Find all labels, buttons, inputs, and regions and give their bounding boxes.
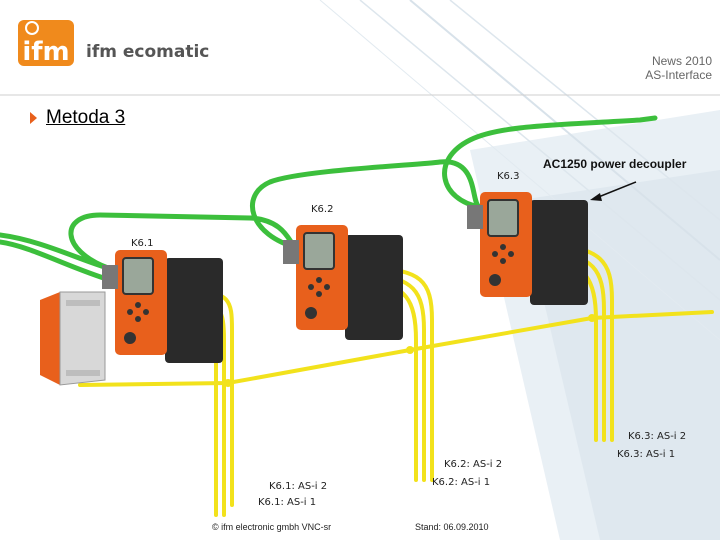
label-decoupler: AC1250 power decoupler	[543, 157, 687, 171]
device-k62	[283, 225, 403, 340]
device-k63	[467, 192, 588, 305]
green-cable-main	[0, 115, 658, 271]
yellow-junctions	[224, 314, 596, 387]
label-k63: K6.3	[497, 171, 520, 182]
label-k61-asi2: K6.1: AS-i 2	[269, 481, 328, 492]
label-k61-asi1: K6.1: AS-i 1	[258, 497, 317, 508]
title-arrow-icon	[30, 112, 37, 124]
power-supply-unit	[40, 291, 106, 386]
news-line-2: AS-Interface	[645, 68, 712, 82]
label-k63-asi1: K6.3: AS-i 1	[617, 449, 676, 460]
green-cables	[0, 115, 658, 283]
logo-text: ifm	[22, 37, 69, 67]
brand-name: ifm ecomatic	[86, 42, 210, 62]
label-k61: K6.1	[131, 238, 154, 249]
footer-copyright: © ifm electronic gmbh VNC-sr	[212, 522, 332, 532]
footer-date: Stand: 06.09.2010	[415, 522, 489, 532]
label-k63-asi2: K6.3: AS-i 2	[628, 431, 687, 442]
page-title: Metoda 3	[46, 107, 126, 128]
label-k62: K6.2	[311, 204, 334, 215]
green-cable-left-stub	[0, 239, 113, 283]
news-line-1: News 2010	[651, 54, 712, 68]
label-k62-asi2: K6.2: AS-i 2	[444, 459, 503, 470]
ifm-logo: ifm	[18, 20, 74, 67]
news-block: News 2010 AS-Interface	[645, 54, 712, 82]
callout-arrow-icon	[590, 181, 637, 201]
label-k62-asi1: K6.2: AS-i 1	[432, 477, 491, 488]
device-k61	[102, 250, 223, 363]
